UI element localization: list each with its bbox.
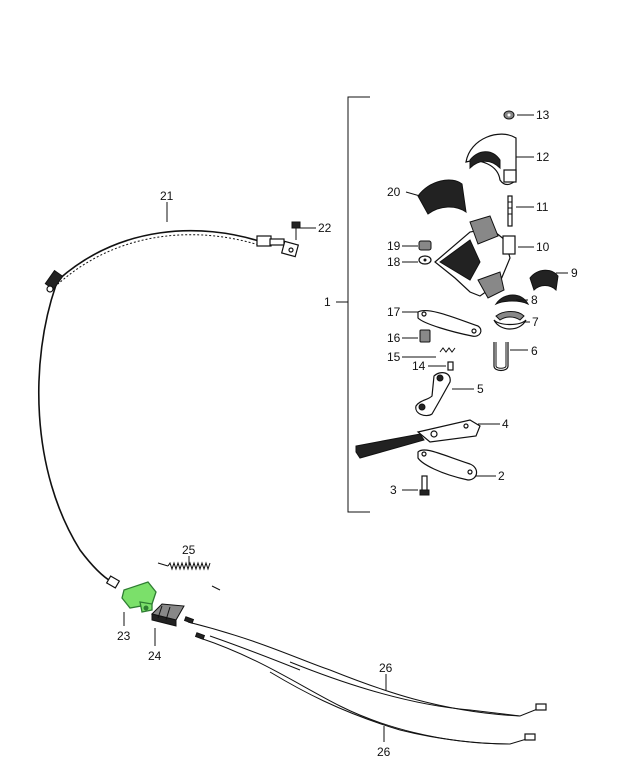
rear-cable-lower[interactable] xyxy=(194,632,536,745)
callout-15: 15 xyxy=(387,350,401,364)
callout-9: 9 xyxy=(571,266,578,280)
plate-2[interactable] xyxy=(417,449,478,481)
callout-5: 5 xyxy=(477,382,484,396)
callout-12: 12 xyxy=(536,150,550,164)
callout-25: 25 xyxy=(182,543,196,557)
washer-18[interactable] xyxy=(418,255,432,265)
callout-20: 20 xyxy=(387,185,401,199)
pin-14[interactable] xyxy=(447,361,454,371)
main-cable[interactable] xyxy=(37,229,300,589)
hand-lever-4[interactable] xyxy=(355,419,481,459)
callout-7: 7 xyxy=(532,315,539,329)
assembly-bracket xyxy=(336,96,370,513)
callout-23: 23 xyxy=(117,629,131,643)
callout-21: 21 xyxy=(160,189,174,203)
callout-11: 11 xyxy=(536,200,549,214)
bushing-7[interactable] xyxy=(493,311,527,330)
nut-13[interactable] xyxy=(503,110,515,120)
segment-20[interactable] xyxy=(417,179,467,215)
callout-1: 1 xyxy=(324,295,331,309)
cover-12[interactable] xyxy=(465,133,517,186)
nut-19[interactable] xyxy=(418,240,432,251)
callout-22: 22 xyxy=(318,221,332,235)
callout-26-upper: 26 xyxy=(379,661,393,675)
callout-8: 8 xyxy=(531,293,538,307)
segment-9[interactable] xyxy=(529,269,559,292)
callout-18: 18 xyxy=(387,255,401,269)
callout-14: 14 xyxy=(412,359,426,373)
lever-housing-10[interactable] xyxy=(434,215,516,299)
callout-labels: 1 2 3 4 5 6 7 8 9 10 11 12 13 14 15 16 1… xyxy=(117,108,578,758)
callout-17: 17 xyxy=(387,305,401,319)
pin-11[interactable] xyxy=(507,195,513,227)
callout-3: 3 xyxy=(390,483,397,497)
spring-25[interactable] xyxy=(157,561,221,591)
rear-cable-upper[interactable] xyxy=(183,616,547,717)
callout-10: 10 xyxy=(536,240,550,254)
callout-26-lower: 26 xyxy=(377,745,391,758)
spring-15[interactable] xyxy=(439,347,456,353)
callout-24: 24 xyxy=(148,649,162,663)
pawl-plate-5[interactable] xyxy=(415,372,451,417)
leader-lines xyxy=(123,114,568,742)
clamp-23[interactable] xyxy=(121,581,157,613)
bolt-3[interactable] xyxy=(419,475,430,496)
link-17[interactable] xyxy=(417,310,482,337)
callout-13: 13 xyxy=(536,108,550,122)
block-16[interactable] xyxy=(419,329,431,343)
bracket-24[interactable] xyxy=(151,603,185,627)
callout-2: 2 xyxy=(498,469,505,483)
callout-19: 19 xyxy=(387,239,401,253)
pawl-8[interactable] xyxy=(494,294,530,306)
screw-22[interactable] xyxy=(291,221,301,240)
clip-6[interactable] xyxy=(493,342,509,372)
callout-6: 6 xyxy=(531,344,538,358)
callout-4: 4 xyxy=(502,417,509,431)
callout-16: 16 xyxy=(387,331,401,345)
